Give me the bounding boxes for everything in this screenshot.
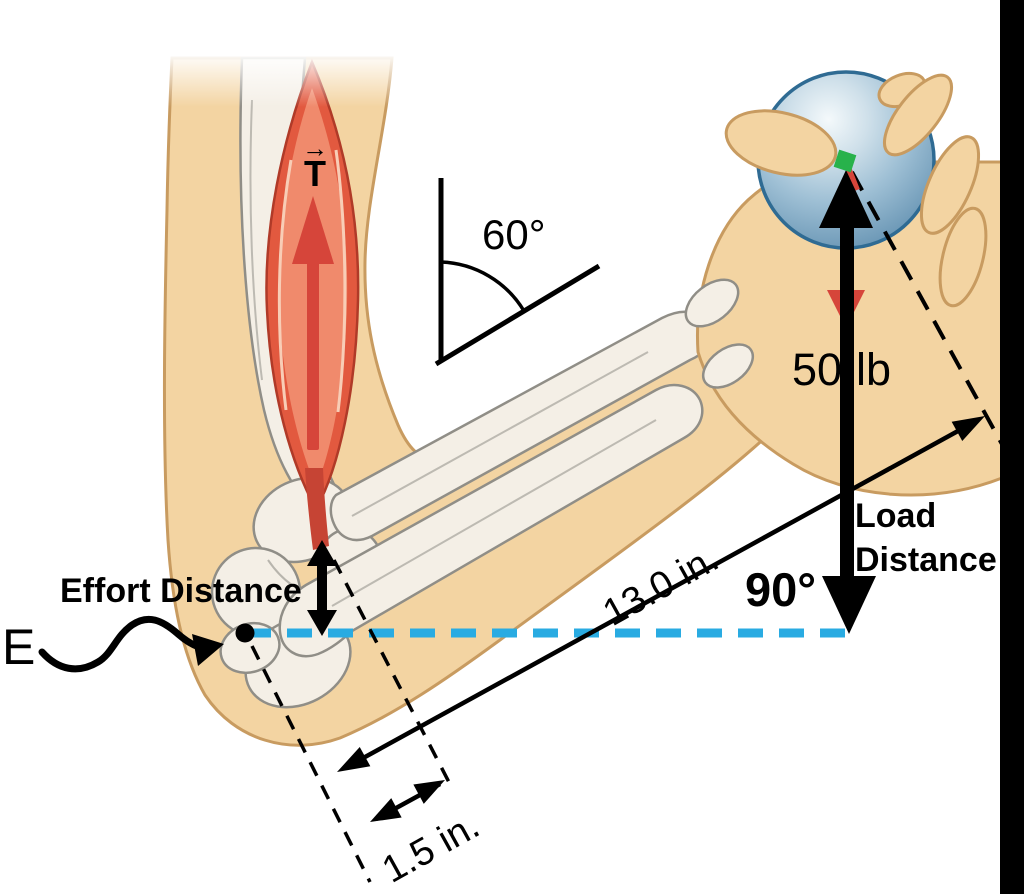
extension-line-attachment [332, 559, 454, 789]
muscle-sheath-right [334, 149, 347, 413]
ulna-detail [331, 419, 657, 607]
muscle-sheath-left [277, 159, 293, 411]
extension-line-ball [850, 171, 1005, 447]
extension-line-elbow [250, 645, 372, 883]
load-value-label: 50 [791, 344, 842, 395]
wrist-bones [684, 278, 755, 389]
angle-60-label: 60° [482, 211, 546, 258]
effort-pointer-squiggle [38, 615, 224, 673]
tension-symbol: T [304, 153, 326, 194]
arm-anatomy [150, 52, 1004, 747]
load-distance-label-line2: Distance [855, 541, 997, 579]
angle-60-marker [434, 178, 601, 367]
elbow-pivot-dot [235, 623, 255, 643]
annotations [38, 149, 1005, 883]
effort-arm-dimension [370, 780, 445, 822]
forearm-length-dimension [337, 416, 985, 772]
load-unit-label: lb [856, 344, 892, 395]
angle-90-label: 90° [745, 563, 817, 616]
ball-center-marker [833, 149, 857, 173]
effort-point-label: E [2, 619, 36, 675]
fingers [877, 71, 988, 308]
tension-arrow [292, 196, 334, 450]
effort-distance-label: Effort Distance [60, 572, 302, 610]
thumb [724, 109, 838, 177]
humerus-detail [249, 99, 263, 381]
effort-distance-arrow [307, 540, 337, 636]
top-fade [150, 52, 420, 107]
tension-label: → T [293, 135, 337, 194]
load-arrow [819, 170, 876, 634]
load-distance-label-line1: Load [855, 497, 937, 535]
radius-detail [351, 351, 649, 517]
crop-bar [1000, 0, 1024, 894]
ulna-bone [278, 383, 704, 658]
biceps-tendon [305, 468, 329, 550]
